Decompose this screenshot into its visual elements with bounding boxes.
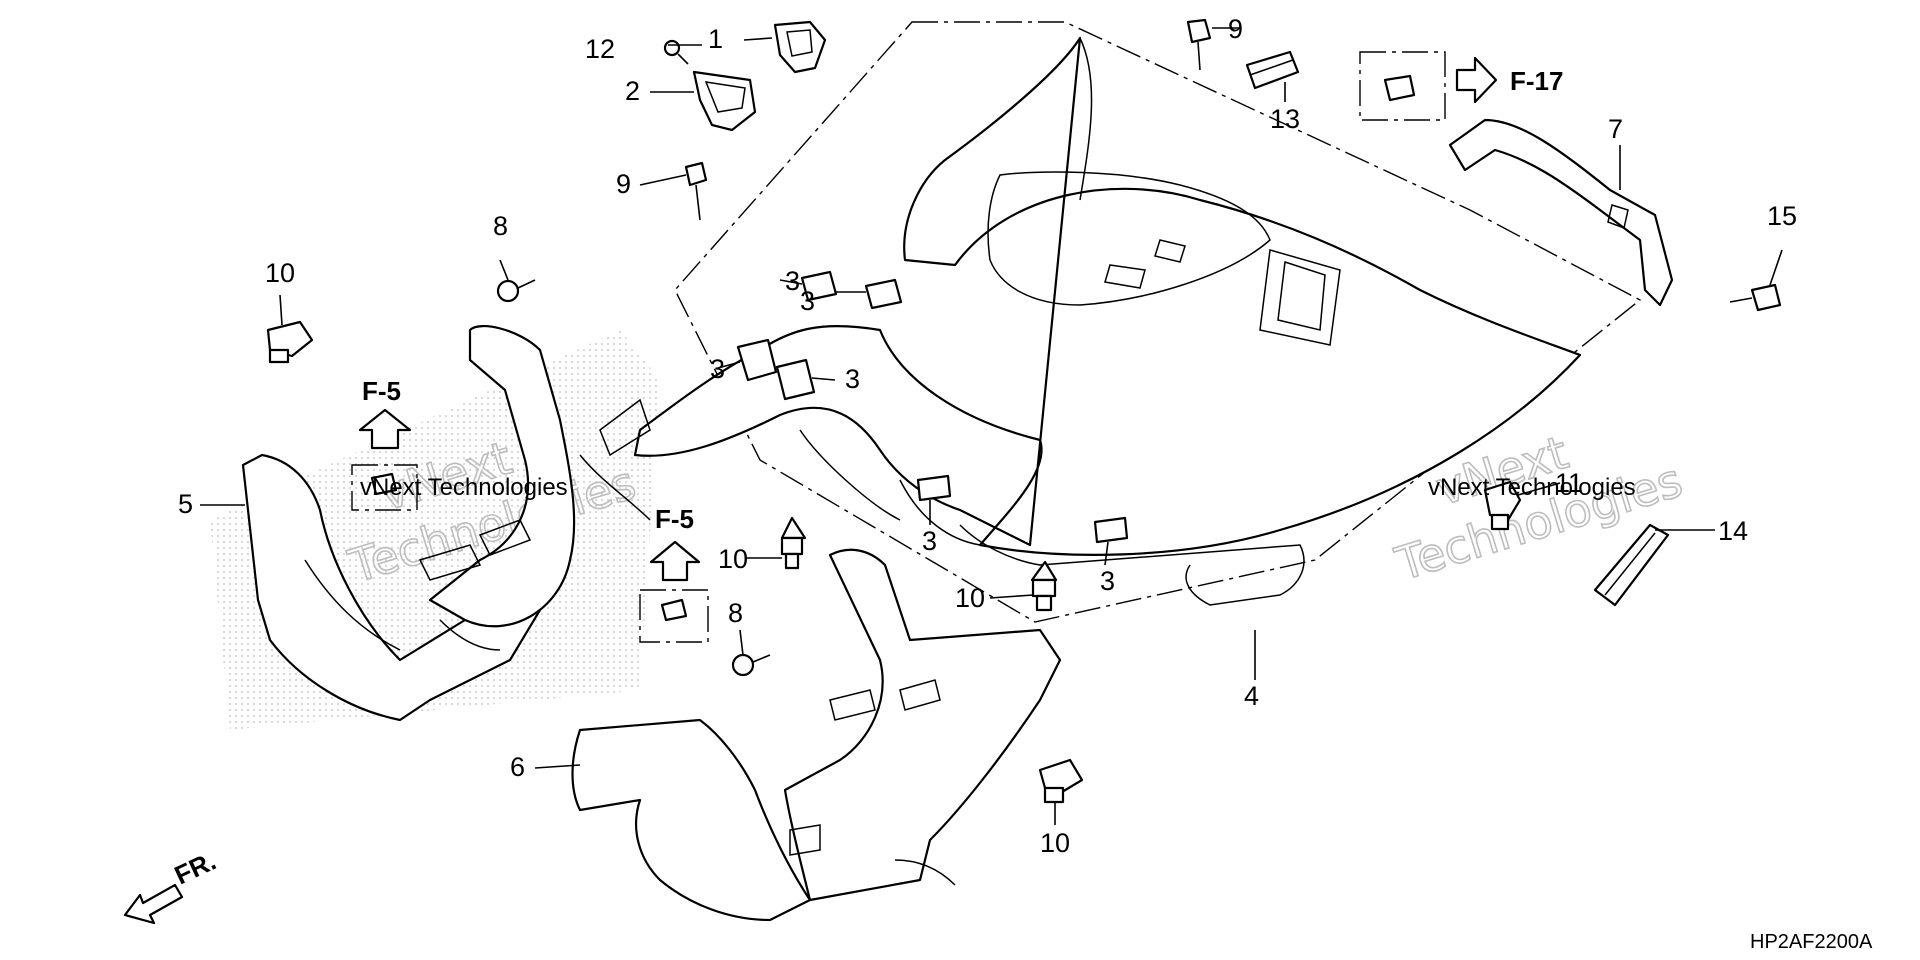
callout-2: 2: [625, 76, 640, 106]
callout-3a: 3: [785, 266, 800, 296]
ref-f5-left-label: F-5: [362, 376, 401, 406]
callouts: 1 2 3 3 3 3 3 3 4 5 6 7 8 8 9 9 10 10 10…: [178, 14, 1797, 858]
ref-f5-left-box: [351, 408, 418, 511]
group-outline: [674, 21, 1642, 623]
clip-10-topleft: [266, 320, 314, 364]
callout-10b: 10: [718, 544, 748, 574]
callout-10a: 10: [265, 258, 295, 288]
ref-f17-label: F-17: [1510, 66, 1563, 96]
clip-10-bottom: [1038, 758, 1084, 804]
rear-fender: [633, 36, 1582, 606]
front-arrow-icon: [123, 883, 184, 925]
callout-7: 7: [1608, 114, 1623, 144]
ref-f5-center-label: F-5: [655, 504, 694, 534]
ref-f5-center-box: [639, 540, 709, 643]
ref-f17-box: [1359, 51, 1498, 121]
callout-3e: 3: [922, 526, 937, 556]
callout-6: 6: [510, 752, 525, 782]
callout-11: 11: [1555, 468, 1583, 498]
front-direction: [123, 883, 184, 925]
callout-5: 5: [178, 489, 193, 519]
clip-10-mid: [780, 516, 807, 570]
bolt-9-top: [1186, 18, 1212, 71]
watermark-inline-right: vNext Technologies: [1428, 474, 1636, 501]
diagram-code: HP2AF2200A: [1750, 931, 1873, 953]
ref-f17-arrow-icon: [1455, 56, 1498, 104]
leader-lines: [200, 27, 1783, 825]
callout-10c: 10: [955, 583, 985, 613]
callout-3b: 3: [800, 286, 815, 316]
bracket-2: [692, 70, 757, 132]
callout-15: 15: [1767, 201, 1797, 231]
callout-3f: 3: [1100, 566, 1115, 596]
right-inner-fender: [571, 548, 1062, 922]
callout-12: 12: [585, 34, 615, 64]
front-label: FR.: [170, 846, 221, 891]
callout-9b: 9: [616, 169, 631, 199]
pads-3: [736, 270, 1129, 544]
left-inner-fender: [241, 325, 651, 722]
callout-4: 4: [1244, 681, 1259, 711]
callout-8b: 8: [728, 598, 743, 628]
bolt-9-left: [684, 161, 708, 221]
clip-1: [773, 20, 827, 74]
callout-10d: 10: [1040, 828, 1070, 858]
watermark-inline-left: vNext Technologies: [360, 474, 568, 501]
bar-7: [1448, 118, 1674, 307]
callout-14: 14: [1718, 516, 1748, 546]
callout-1: 1: [708, 24, 723, 54]
grommet-11: [1483, 480, 1522, 531]
bolt-8-center: [731, 653, 771, 677]
callout-3c: 3: [710, 354, 725, 384]
strap-14: [1593, 523, 1670, 607]
callout-8a: 8: [493, 211, 508, 241]
ref-f5-left-arrow-icon: [358, 408, 412, 450]
ref-f5-center-arrow-icon: [649, 540, 701, 582]
callout-13: 13: [1270, 104, 1300, 134]
callout-3d: 3: [845, 364, 860, 394]
bolt-15: [1729, 283, 1782, 312]
callout-9a: 9: [1228, 14, 1243, 44]
bolt-8-left: [496, 279, 536, 303]
clip-10-right: [1030, 560, 1058, 612]
strap-13: [1245, 50, 1300, 90]
